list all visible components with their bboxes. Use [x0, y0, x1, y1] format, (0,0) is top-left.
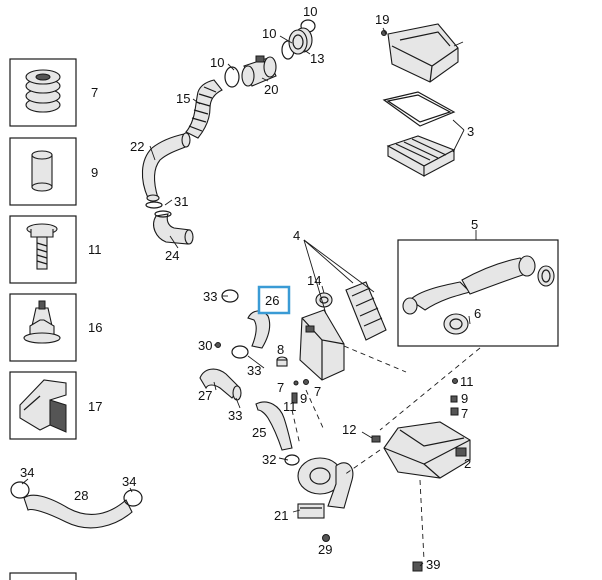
bracket-icon	[19, 379, 67, 433]
legend-number-16: 16	[88, 320, 102, 335]
dashed-assembly-lines	[291, 345, 481, 561]
callout-33-a: 33	[203, 289, 217, 304]
legend-box-partial	[9, 572, 77, 580]
callout-33-c: 33	[228, 408, 242, 423]
callout-32: 32	[262, 452, 276, 467]
part-8-plug	[276, 356, 288, 367]
legend-box-11: 11	[9, 215, 102, 284]
part-20-maf-sensor	[241, 55, 277, 87]
callout-21: 21	[274, 508, 288, 523]
callout-27: 27	[198, 388, 212, 403]
part-14-clamp	[315, 292, 333, 308]
callout-4: 4	[293, 228, 300, 243]
callout-19: 19	[375, 12, 389, 27]
callout-24: 24	[165, 248, 179, 263]
callout-8: 8	[277, 342, 284, 357]
callout-25: 25	[252, 425, 266, 440]
part-15-bellows	[185, 79, 223, 139]
part-13-coupler	[288, 27, 313, 55]
callout-3: 3	[467, 124, 474, 139]
callout-29: 29	[318, 542, 332, 557]
callout-2: 2	[464, 456, 471, 471]
part-26-hose	[247, 310, 271, 349]
callout-13: 13	[310, 51, 324, 66]
callout-6: 6	[474, 306, 481, 321]
part-39-nut	[412, 561, 423, 572]
callout-33-b: 33	[247, 363, 261, 378]
part-4-housing	[299, 309, 345, 381]
callout-30: 30	[198, 338, 212, 353]
callout-31: 31	[174, 194, 188, 209]
cylinder-plug-icon	[31, 150, 53, 192]
part-24-elbow	[145, 201, 194, 245]
legend-number-7: 7	[91, 85, 98, 100]
clip-rivet-icon	[23, 300, 61, 344]
callout-26: 26	[265, 293, 279, 308]
part-19-filter-lid	[381, 23, 459, 83]
callout-5: 5	[471, 217, 478, 232]
ring-stack-icon	[25, 69, 61, 113]
bolt-icon	[26, 223, 58, 270]
part-28-hose	[23, 494, 133, 529]
callout-11-b: 11	[460, 374, 474, 389]
part-11-9-7-fasteners	[450, 378, 459, 416]
part-30-screw	[215, 342, 221, 348]
part-33-clamp-b	[231, 345, 249, 359]
part-fasteners-mid	[291, 379, 309, 404]
callout-34-right: 34	[122, 474, 136, 489]
part-32-clamp	[284, 454, 300, 466]
part-5-pipe-assembly	[402, 255, 555, 315]
callout-22: 22	[130, 139, 144, 154]
callout-10-top: 10	[303, 4, 317, 19]
callout-28: 28	[74, 488, 88, 503]
callout-9-b: 9	[461, 391, 468, 406]
legend-box-9: 9	[9, 137, 98, 206]
part-3-filter-element	[386, 135, 456, 177]
callout-11-a: 11	[283, 399, 297, 414]
callout-numbers: 19 10 10 13 10 20 15 3 22 31 24 5 4 14 3…	[20, 4, 481, 572]
callout-20: 20	[264, 82, 278, 97]
callout-14: 14	[307, 273, 321, 288]
part-6-coupler	[443, 313, 469, 335]
legend-number-11: 11	[88, 242, 102, 257]
callout-34-left: 34	[20, 465, 34, 480]
callout-10-left: 10	[210, 55, 224, 70]
legend-number-17: 17	[88, 399, 102, 414]
legend-box-7: 7	[9, 58, 98, 127]
callout-12: 12	[342, 422, 356, 437]
part-29-plug	[322, 534, 330, 542]
part-22-pipe	[141, 132, 191, 202]
part-21-turbocharger	[297, 457, 354, 519]
callout-26-highlight	[257, 285, 291, 315]
part-27-elbow	[199, 368, 242, 401]
legend-box-17: 17	[9, 371, 102, 440]
callout-15: 15	[176, 91, 190, 106]
callout-39: 39	[426, 557, 440, 572]
part-2-lower-housing	[383, 421, 471, 479]
part-25-hose	[255, 401, 293, 451]
part-4-filter-panel	[345, 281, 387, 341]
leader-lines	[21, 27, 477, 567]
part-34-clamps	[10, 481, 143, 507]
callout-10-mid: 10	[262, 26, 276, 41]
callout-7-a: 7	[277, 380, 284, 395]
part-3-filter-seal	[382, 91, 456, 127]
legend-number-9: 9	[91, 165, 98, 180]
callout-7-b: 7	[314, 384, 321, 399]
part-12-grommet	[371, 435, 381, 443]
callout-9-a: 9	[300, 391, 307, 406]
callout-7-c: 7	[461, 406, 468, 421]
legend-box-16: 16	[9, 293, 102, 362]
